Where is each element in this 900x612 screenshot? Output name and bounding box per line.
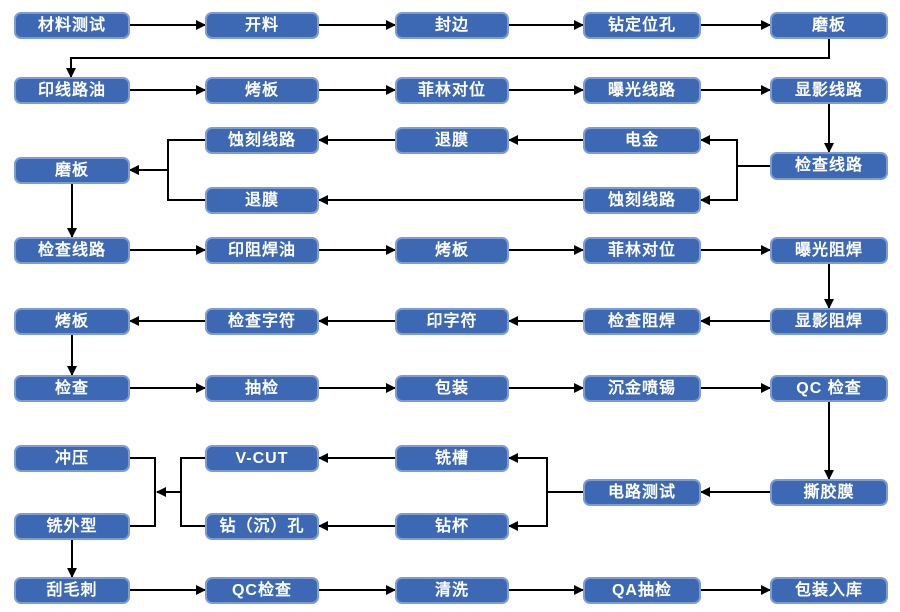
- edge-16: [129, 165, 205, 201]
- node-etch-circuit-top: 蚀刻线路: [205, 127, 319, 154]
- node-develop-solder-mask: 显影阻焊: [770, 308, 888, 335]
- node-immersion-gold-hasl: 沉金喷锡: [583, 375, 701, 402]
- node-peel-film: 撕胶膜: [770, 479, 888, 506]
- node-punching: 冲压: [14, 445, 130, 472]
- node-bake-board-1: 烤板: [205, 77, 319, 104]
- node-deburring: 刮毛刺: [14, 577, 130, 604]
- node-cutting: 开料: [205, 12, 319, 39]
- node-board-grinding-1: 磨板: [770, 12, 888, 39]
- node-drill-countersink: 钻（沉）孔: [205, 513, 319, 540]
- node-qc-inspection-1: QC 检查: [770, 375, 888, 402]
- node-packing-warehousing: 包装入库: [770, 577, 888, 604]
- node-board-grinding-2: 磨板: [14, 157, 130, 184]
- node-print-legend: 印字符: [395, 308, 509, 335]
- node-material-test: 材料测试: [14, 12, 130, 39]
- node-strip-film-bottom: 退膜: [205, 187, 319, 214]
- node-v-cut: V-CUT: [205, 445, 319, 472]
- node-inspect-solder-mask: 检查阻焊: [583, 308, 701, 335]
- edge-4: [66, 39, 830, 78]
- node-gold-plating: 电金: [583, 127, 701, 154]
- node-drill-locating-holes: 钻定位孔: [583, 12, 701, 39]
- node-film-alignment-1: 菲林对位: [395, 77, 509, 104]
- node-print-circuit-ink: 印线路油: [14, 77, 130, 104]
- node-inspect-legend: 检查字符: [205, 308, 319, 335]
- node-bake-board-2: 烤板: [395, 237, 509, 264]
- node-inspect-circuit-right: 检查线路: [770, 152, 888, 180]
- node-qc-inspection-2: QC检查: [205, 577, 319, 604]
- node-film-alignment-2: 菲林对位: [583, 237, 701, 264]
- edge-11: [700, 165, 770, 205]
- edge-10: [700, 135, 770, 167]
- node-drill-cup: 钻杯: [395, 513, 509, 540]
- edge-38: [180, 457, 205, 527]
- node-inspection: 检查: [14, 375, 130, 402]
- node-cleaning: 清洗: [395, 577, 509, 604]
- edge-35: [508, 491, 583, 531]
- node-develop-circuit: 显影线路: [770, 77, 888, 104]
- edge-34: [508, 453, 583, 493]
- node-routing-outline: 铣外型: [14, 513, 130, 540]
- node-strip-film-top: 退膜: [395, 127, 509, 154]
- edge-15: [129, 139, 205, 175]
- node-routing-slot: 铣槽: [395, 445, 509, 472]
- node-electrical-test: 电路测试: [583, 479, 701, 506]
- edge-40: [130, 457, 156, 527]
- node-inspect-circuit-left: 检查线路: [14, 237, 130, 264]
- node-packaging: 包装: [395, 375, 509, 402]
- node-expose-circuit: 曝光线路: [583, 77, 701, 104]
- node-etch-circuit-bottom: 蚀刻线路: [583, 187, 701, 214]
- node-bake-board-3: 烤板: [14, 308, 130, 335]
- node-sampling-inspection: 抽检: [205, 375, 319, 402]
- node-qa-sampling: QA抽检: [583, 577, 701, 604]
- node-expose-solder-mask: 曝光阻焊: [770, 237, 888, 264]
- node-print-solder-mask: 印阻焊油: [205, 237, 319, 264]
- node-edge-sealing: 封边: [395, 12, 509, 39]
